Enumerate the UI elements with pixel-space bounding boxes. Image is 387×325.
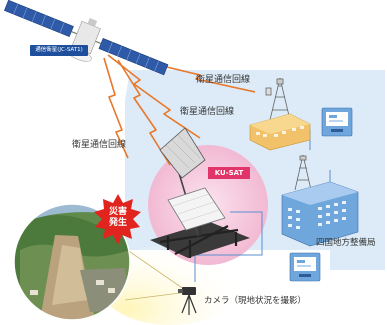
link-label-left: 衛星通信回線 — [72, 140, 127, 150]
link-label-middle: 衛星通信回線 — [180, 107, 235, 117]
signal-link-left — [103, 57, 129, 159]
link-label-top: 衛星通信回線 — [196, 75, 251, 85]
signal-link-middle — [107, 54, 201, 139]
ku-sat-antenna-vehicle — [150, 127, 250, 258]
relay-station-building — [249, 77, 311, 151]
monitor-icon-bottom — [289, 252, 321, 282]
ku-sat-tag: KU-SAT — [208, 167, 250, 179]
signal-links — [103, 44, 256, 166]
antenna-tower-icon — [294, 154, 312, 191]
monitor-icon-top — [321, 107, 353, 137]
satellite-name-tag: 通信衛星(JC-SAT1) — [30, 45, 88, 56]
regional-office-building — [281, 154, 359, 247]
camera-icon — [178, 287, 197, 315]
camera-label: カメラ（現地状況を撮影） — [204, 296, 307, 306]
disaster-badge-line1: 災害 — [108, 207, 127, 217]
disaster-site-photo — [13, 203, 131, 321]
camera-glow — [100, 245, 240, 325]
regional-office-label: 四国地方整備局 — [316, 238, 376, 248]
antenna-tower-icon — [265, 77, 291, 121]
disaster-badge-text: 災害 発生 — [104, 207, 132, 229]
satellite-icon — [3, 0, 169, 76]
signal-link-vehicle — [117, 59, 171, 166]
disaster-badge-line2: 発生 — [108, 218, 127, 228]
disaster-burst-badge — [94, 194, 141, 245]
